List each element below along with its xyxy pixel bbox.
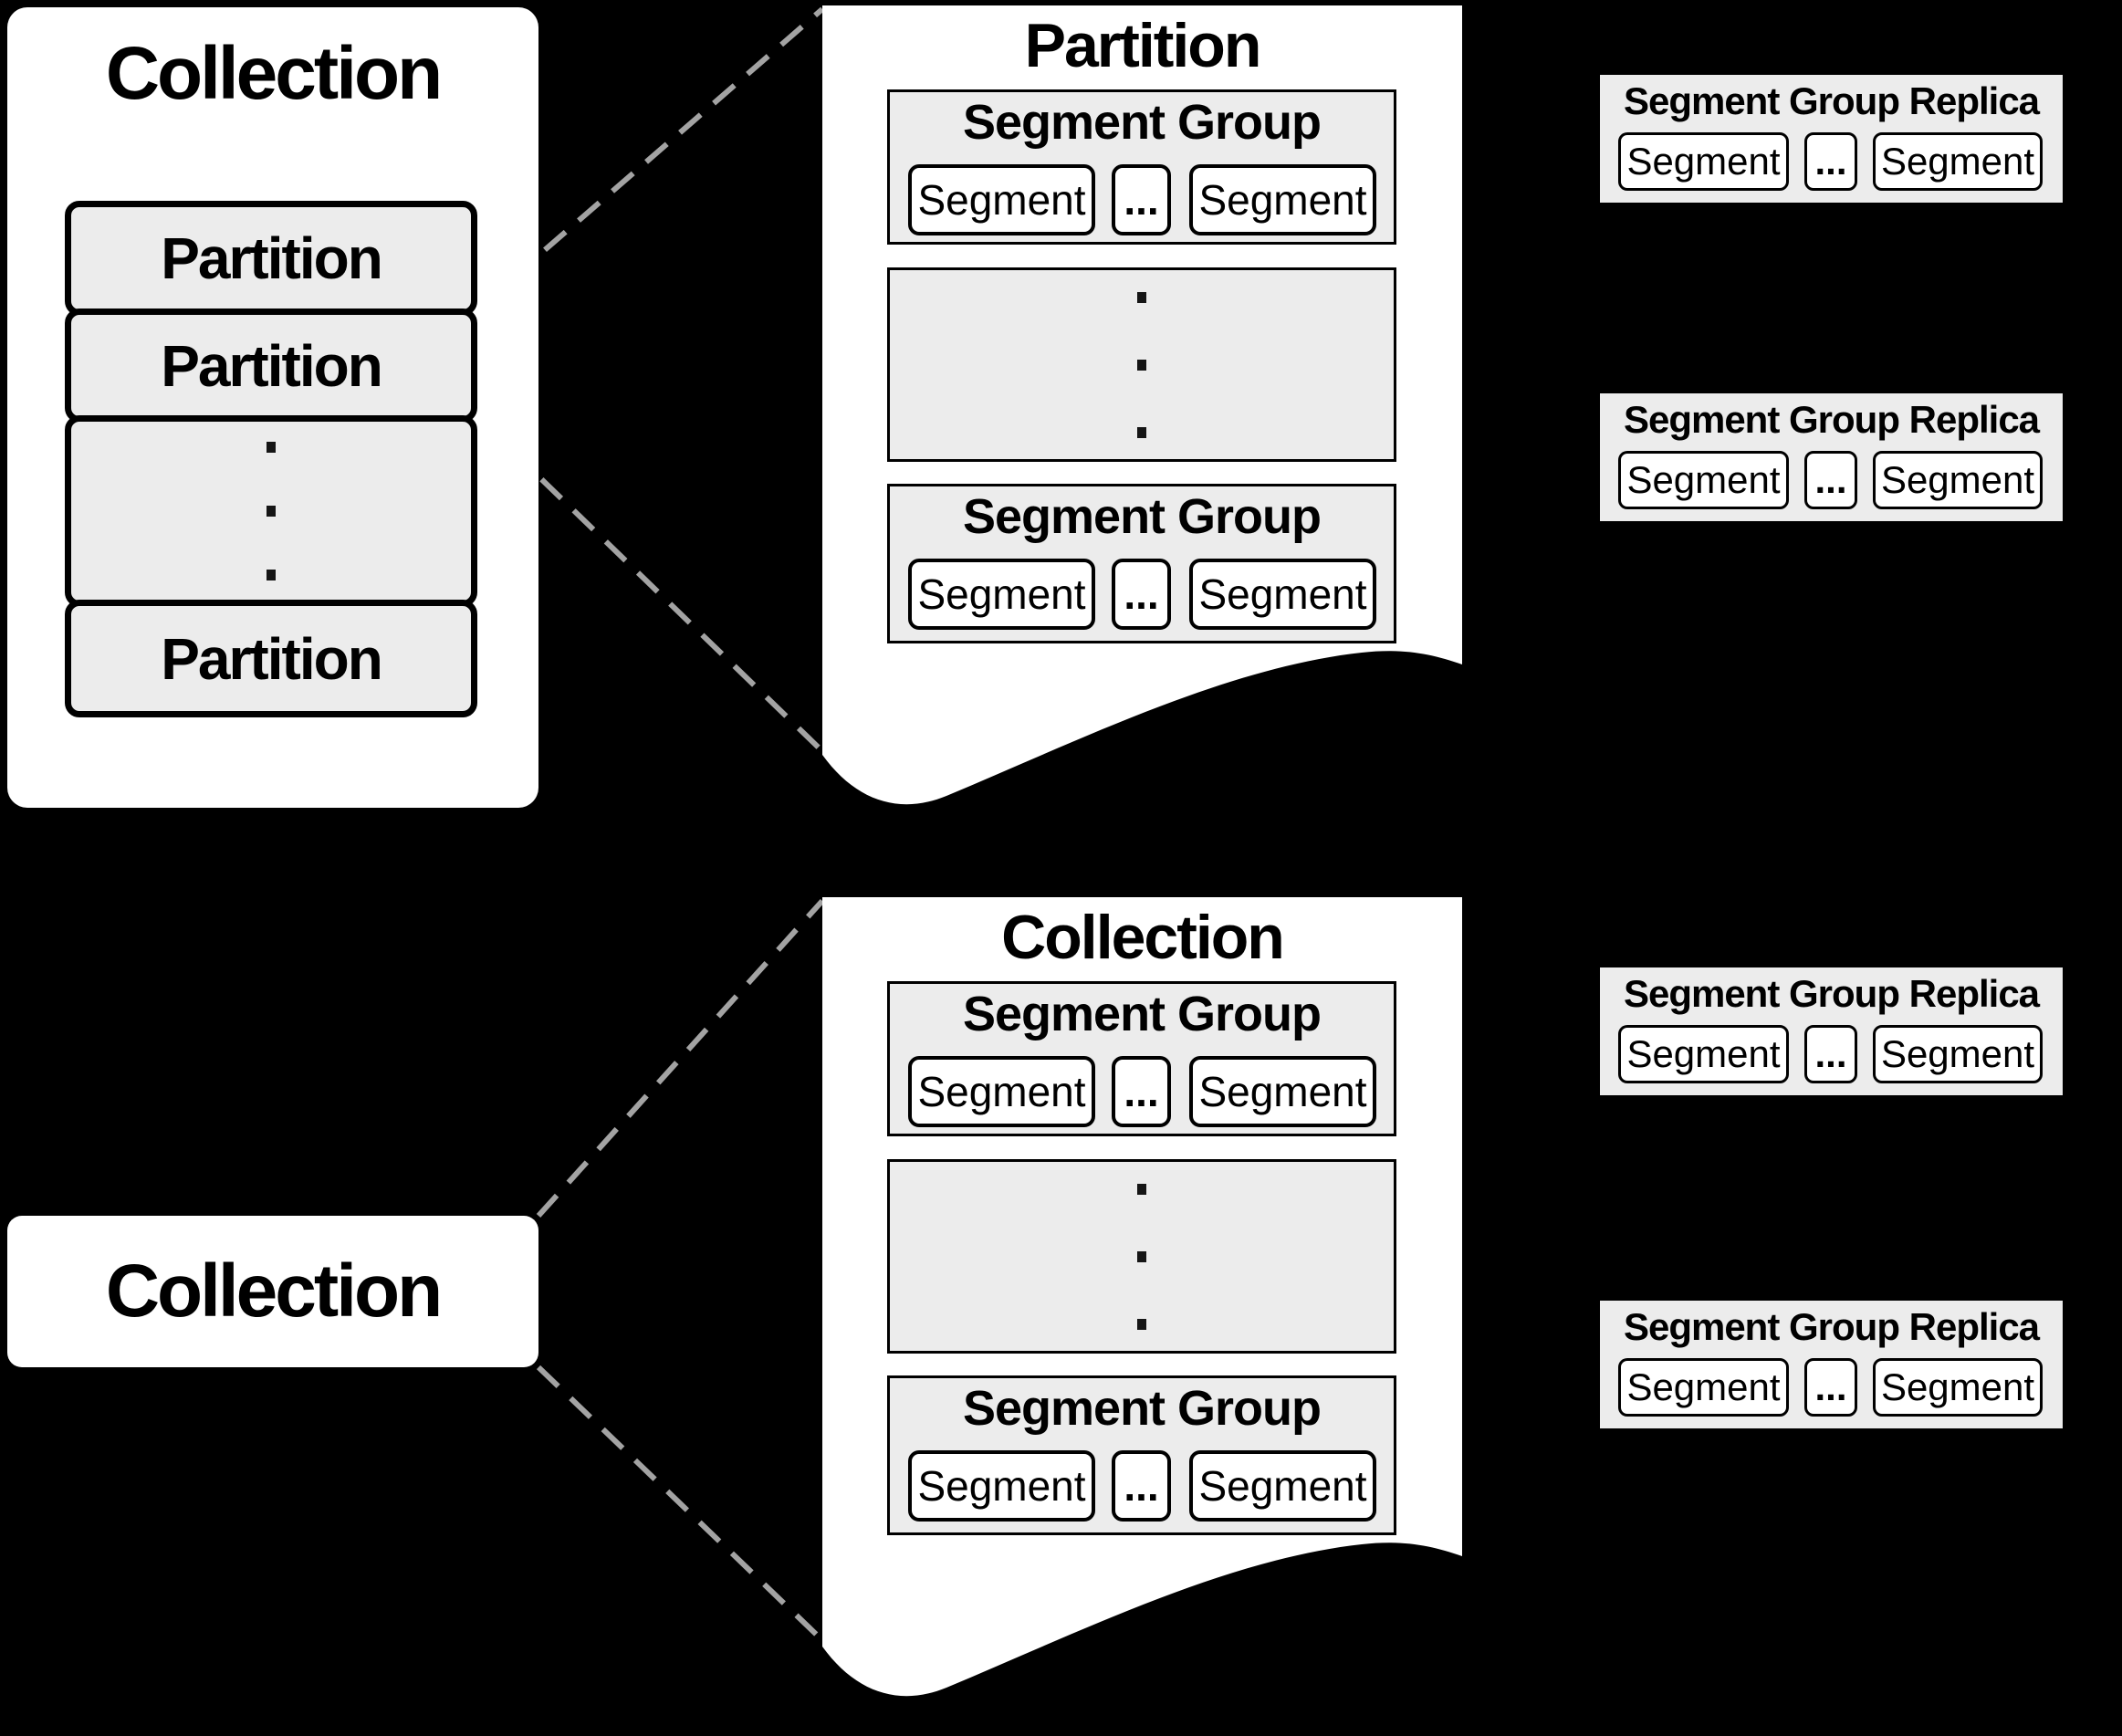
segment-ellipsis: ...	[1814, 458, 1847, 501]
segment-label: Segment	[1626, 458, 1781, 501]
replica-ellipsis-box: ...	[1804, 132, 1857, 191]
partition-box-1-label: Partition	[161, 225, 383, 291]
replica-segment-box: Segment	[1873, 1358, 2043, 1417]
segment-box: Segment	[908, 164, 1095, 235]
replica-segment-box: Segment	[1618, 1358, 1789, 1417]
segment-box: Segment	[1189, 559, 1376, 630]
segment-label: Segment	[1626, 1365, 1781, 1408]
segment-label: Segment	[917, 1068, 1086, 1115]
partition-box-1: Partition	[65, 201, 477, 316]
replica-3-title: Segment Group Replica	[1623, 972, 2040, 1015]
segment-label: Segment	[1626, 140, 1781, 183]
segment-group-replica-4: Segment Group Replica Segment ... Segmen…	[1600, 1301, 2063, 1428]
segment-box: Segment	[908, 559, 1095, 630]
segment-ellipsis: ...	[1814, 1032, 1847, 1075]
segment-ellipsis: ...	[1814, 1365, 1847, 1408]
vertical-ellipsis-dot	[267, 570, 276, 580]
replica-4-title: Segment Group Replica	[1623, 1305, 2040, 1348]
collection-pill-title: Collection	[105, 1250, 443, 1333]
replica-ellipsis-box: ...	[1804, 1025, 1857, 1083]
replica-segment-box: Segment	[1618, 132, 1789, 191]
vertical-ellipsis-dot	[1137, 1318, 1146, 1330]
segment-box: Segment	[1189, 1056, 1376, 1127]
vertical-ellipsis-dot	[1137, 359, 1146, 371]
vertical-ellipsis-dot	[1137, 426, 1146, 438]
partition-ellipsis-box	[65, 415, 477, 607]
segment-box: Segment	[908, 1056, 1095, 1127]
collection-page-title: Collection	[1001, 903, 1285, 972]
segment-box: Segment	[1189, 164, 1376, 235]
segment-label: Segment	[1198, 570, 1367, 618]
segment-group-replica-2: Segment Group Replica Segment ... Segmen…	[1600, 393, 2063, 521]
vertical-ellipsis-dot	[1137, 1250, 1146, 1262]
segment-label: Segment	[1880, 1032, 2035, 1075]
connector-collection-bottom	[536, 1365, 826, 1644]
segment-ellipsis-box: ...	[1112, 1450, 1171, 1522]
segment-label: Segment	[1880, 140, 2035, 183]
segment-box: Segment	[1189, 1450, 1376, 1522]
replica-2-title: Segment Group Replica	[1623, 398, 2040, 441]
vertical-ellipsis-dot	[1137, 1183, 1146, 1195]
segment-label: Segment	[1880, 458, 2035, 501]
dashed-connectors	[475, 6, 826, 1644]
segment-label: Segment	[1198, 1068, 1367, 1115]
segment-ellipsis: ...	[1124, 1068, 1159, 1115]
connector-partition-top	[476, 6, 824, 311]
segment-group-replica-1: Segment Group Replica Segment ... Segmen…	[1600, 75, 2063, 203]
segment-group-1-title: Segment Group	[962, 95, 1322, 150]
connector-partition-bottom	[475, 414, 825, 754]
replica-segment-box: Segment	[1873, 1025, 2043, 1083]
segment-group-3-title: Segment Group	[962, 987, 1322, 1041]
partition-box-2: Partition	[65, 309, 477, 423]
collection-pill: Collection	[7, 1216, 538, 1367]
segment-group-ellipsis-box	[887, 1159, 1396, 1354]
connector-collection-top	[536, 898, 825, 1218]
segment-group-2-title: Segment Group	[962, 489, 1322, 544]
segment-group-replica-3: Segment Group Replica Segment ... Segmen…	[1600, 967, 2063, 1095]
replica-segment-box: Segment	[1618, 1025, 1789, 1083]
segment-label: Segment	[1198, 1462, 1367, 1510]
collection-card-title: Collection	[105, 32, 443, 115]
replica-segment-box: Segment	[1618, 451, 1789, 509]
segment-label: Segment	[1198, 176, 1367, 224]
replica-1-title: Segment Group Replica	[1623, 79, 2040, 122]
replica-segment-box: Segment	[1873, 451, 2043, 509]
segment-ellipsis: ...	[1814, 140, 1847, 183]
segment-ellipsis: ...	[1124, 1462, 1159, 1510]
segment-ellipsis-box: ...	[1112, 1056, 1171, 1127]
segment-ellipsis: ...	[1124, 176, 1159, 224]
segment-label: Segment	[1626, 1032, 1781, 1075]
segment-group-ellipsis-box	[887, 267, 1396, 462]
segment-label: Segment	[917, 176, 1086, 224]
vertical-ellipsis-dot	[267, 442, 276, 453]
segment-ellipsis-box: ...	[1112, 164, 1171, 235]
vertical-ellipsis-dot	[1137, 291, 1146, 303]
segment-ellipsis: ...	[1124, 570, 1159, 618]
partition-box-3: Partition	[65, 600, 477, 717]
segment-label: Segment	[1880, 1365, 2035, 1408]
replica-segment-box: Segment	[1873, 132, 2043, 191]
segment-ellipsis-box: ...	[1112, 559, 1171, 630]
partition-box-3-label: Partition	[161, 625, 383, 692]
segment-group-4-title: Segment Group	[962, 1381, 1322, 1436]
collection-card: Collection Partition Partition Partition	[7, 7, 538, 808]
replica-ellipsis-box: ...	[1804, 1358, 1857, 1417]
segment-label: Segment	[917, 570, 1086, 618]
vertical-ellipsis-dot	[267, 506, 276, 517]
segment-label: Segment	[917, 1462, 1086, 1510]
replica-ellipsis-box: ...	[1804, 451, 1857, 509]
partition-box-2-label: Partition	[161, 332, 383, 399]
segment-box: Segment	[908, 1450, 1095, 1522]
partition-page-title: Partition	[1024, 11, 1262, 80]
